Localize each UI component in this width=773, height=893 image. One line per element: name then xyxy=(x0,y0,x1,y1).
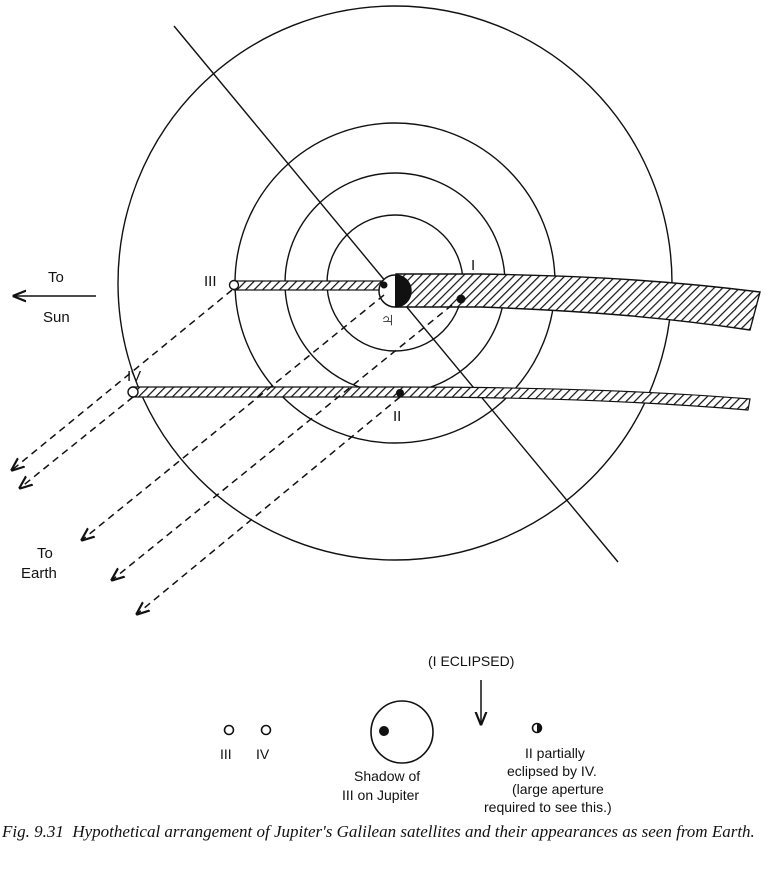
figure-caption-text: Hypothetical arrangement of Jupiter's Ga… xyxy=(72,822,755,841)
to-earth-label-top: To xyxy=(37,545,53,562)
shadow-caption-line1: Shadow of xyxy=(354,768,420,784)
shadow-caption-line2: III on Jupiter xyxy=(342,787,419,803)
jupiter-disc xyxy=(370,700,434,764)
satellite-II-partial-eclipse xyxy=(531,722,543,734)
partial-caption-line2: eclipsed by IV. xyxy=(507,763,597,779)
satellite-IV-shadow xyxy=(132,386,751,411)
sightline-II xyxy=(137,396,401,614)
jupiter-shadow xyxy=(395,273,761,331)
partial-caption-line4: required to see this.) xyxy=(484,799,612,815)
dot-IV xyxy=(260,724,272,736)
sightline-jupiter xyxy=(82,294,385,540)
sightline-IV xyxy=(20,396,134,488)
satellite-III-shadow xyxy=(233,280,385,291)
satellite-IV xyxy=(127,386,139,398)
shadow-III-spot xyxy=(379,726,389,736)
label-dot-IV: IV xyxy=(256,746,270,762)
label-satellite-IV: IV xyxy=(127,368,141,385)
partial-caption-line3: (large aperture xyxy=(512,781,604,797)
label-satellite-I: I xyxy=(471,257,475,274)
satellite-III-shadow-spot xyxy=(380,281,388,289)
jupiter-symbol: ♃ xyxy=(380,309,395,331)
satellite-II xyxy=(396,389,404,397)
to-earth-label-bottom: Earth xyxy=(21,565,57,582)
jupiter xyxy=(378,274,412,308)
dot-III xyxy=(223,724,235,736)
label-dot-III: III xyxy=(220,746,232,762)
view-from-earth: (I ECLIPSED) III IV Shadow of III on Jup… xyxy=(220,653,612,815)
figure-number: Fig. 9.31 xyxy=(2,822,64,841)
satellite-III xyxy=(228,279,240,291)
label-satellite-III: III xyxy=(204,273,217,290)
to-sun-label-bottom: Sun xyxy=(43,309,70,326)
lines-of-sight xyxy=(12,289,453,614)
figure-caption: Fig. 9.31 Hypothetical arrangement of Ju… xyxy=(2,821,770,843)
sightline-I xyxy=(112,304,453,580)
eclipsed-note: (I ECLIPSED) xyxy=(428,653,514,669)
label-satellite-II: II xyxy=(393,408,401,425)
partial-caption-line1: II partially xyxy=(525,745,585,761)
to-sun-label-top: To xyxy=(48,269,64,286)
satellite-I xyxy=(456,294,466,304)
